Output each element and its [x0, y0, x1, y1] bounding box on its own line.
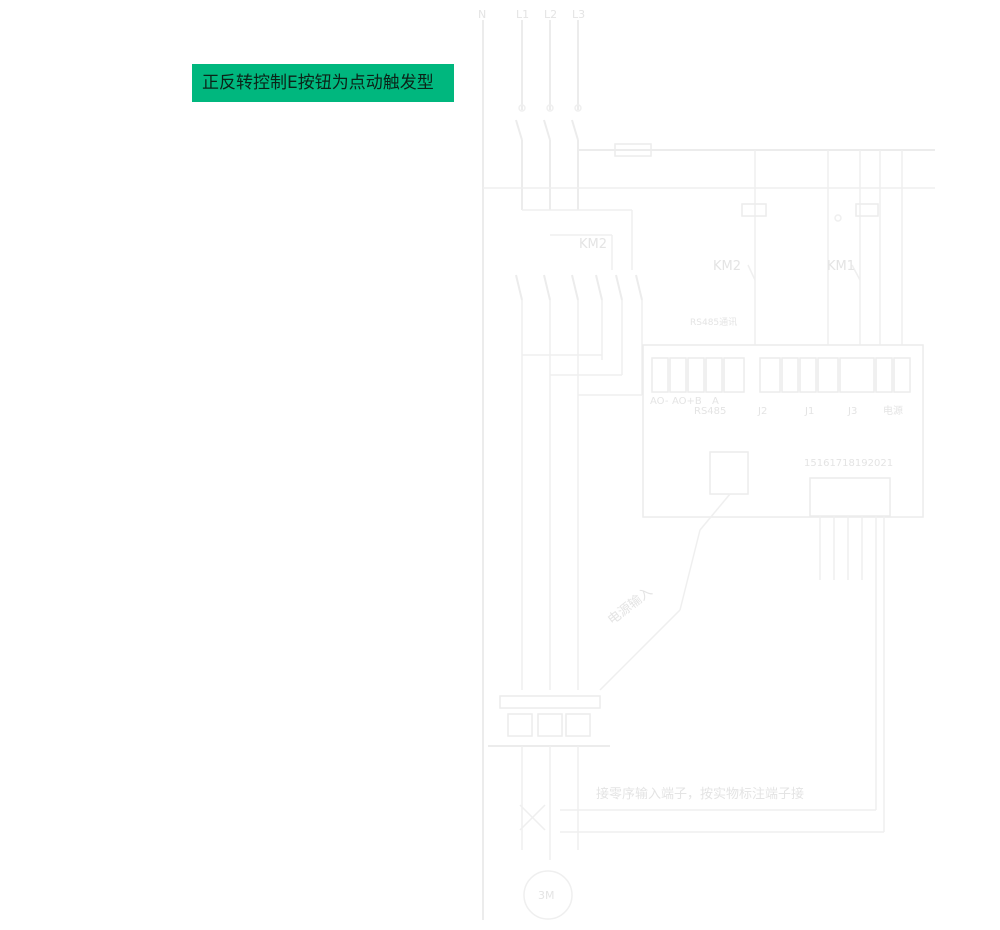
bus-label-l3: L3	[572, 8, 585, 21]
terminal-a: A	[712, 396, 719, 407]
bus-label-l2: L2	[544, 8, 557, 21]
bus-label-n: N	[478, 8, 486, 21]
terminal-j1: J1	[804, 406, 814, 417]
bus-lines	[482, 20, 935, 920]
terminal-rs485: RS485	[694, 406, 726, 417]
terminal-power: 电源	[883, 404, 903, 417]
motor-label: 3M	[538, 889, 555, 902]
power-input-label: 电源输入	[605, 584, 656, 629]
bottom-note: 接零序输入端子，按实物标注端子接	[596, 786, 804, 802]
terminal-numbers: 15161718192021	[804, 458, 893, 469]
diagram-labels: N L1 L2 L3 KM2 KM2 KM1 RS485通讯 AO- AO+B …	[478, 8, 903, 902]
km1-coil-label: KM1	[827, 259, 855, 274]
km2-main-label: KM2	[579, 237, 607, 252]
terminal-j2: J2	[757, 406, 767, 417]
terminal-block	[488, 695, 884, 920]
terminal-j3: J3	[847, 406, 857, 417]
terminal-ao-minus: AO-	[650, 396, 669, 407]
module-top-label-2: RS485通讯	[690, 317, 737, 328]
title-badge: 正反转控制E按钮为点动触发型	[192, 64, 454, 102]
motor	[523, 870, 573, 920]
protection-module	[599, 344, 924, 832]
terminal-ao-plus-b: AO+B	[672, 396, 702, 407]
km2-coil-label: KM2	[713, 259, 741, 274]
bus-label-l1: L1	[516, 8, 529, 21]
